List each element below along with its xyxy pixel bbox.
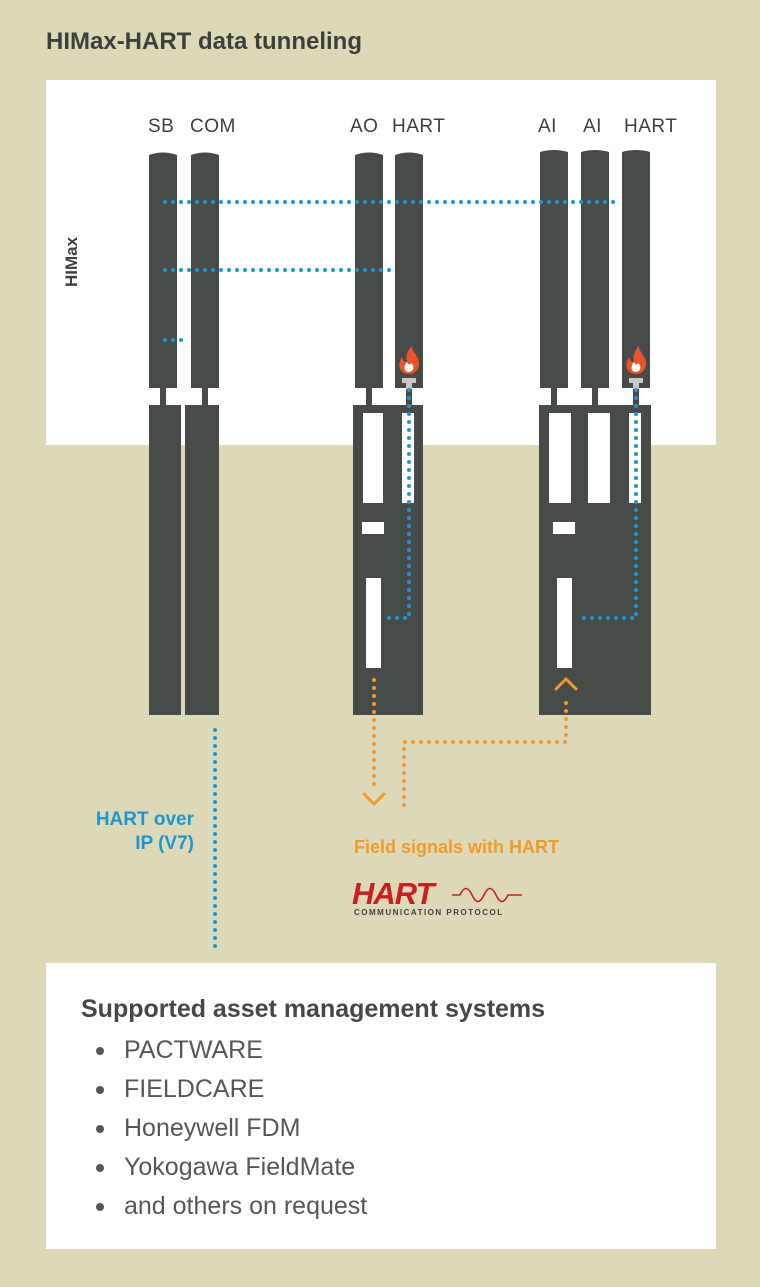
- list-item-label: Honeywell FDM: [124, 1114, 301, 1142]
- hart-connector-1: [402, 378, 416, 389]
- hart-connector-2: [629, 378, 643, 389]
- hart-over-ip-label: HART over IP (V7): [70, 808, 194, 856]
- ai-slot-1: [549, 413, 571, 503]
- label-ai-1: AI: [538, 116, 557, 137]
- supported-systems-list: PACTWARE FIELDCARE Honeywell FDM Yokogaw…: [96, 1031, 367, 1226]
- ao-indicator: [362, 522, 384, 534]
- module-ai-2: [581, 150, 609, 405]
- supported-systems-title: Supported asset management systems: [81, 995, 546, 1023]
- hart-wave-icon: [452, 887, 522, 903]
- list-item: PACTWARE: [96, 1031, 367, 1070]
- hart-over-ip-line2: IP (V7): [135, 833, 194, 854]
- hart-over-ip-line1: HART over: [95, 809, 194, 830]
- bullet-icon: [96, 1125, 104, 1133]
- hart-logo: HART COMMUNICATION PROTOCOL: [352, 876, 527, 924]
- list-item-label: PACTWARE: [124, 1036, 263, 1064]
- arrow-up-icon: [554, 677, 578, 691]
- bullet-icon: [96, 1203, 104, 1211]
- fire-icon: [626, 346, 647, 374]
- ao-slot-1: [363, 413, 383, 503]
- page-title: HIMax-HART data tunneling: [46, 28, 362, 55]
- list-item: FIELDCARE: [96, 1070, 367, 1109]
- module-ao: [355, 152, 383, 405]
- hart-logo-word: HART: [352, 876, 435, 911]
- bullet-icon: [96, 1086, 104, 1094]
- ai-slot-4: [557, 578, 572, 668]
- list-item-label: Yokogawa FieldMate: [124, 1153, 356, 1181]
- fire-icon: [399, 346, 420, 374]
- bullet-icon: [96, 1164, 104, 1172]
- list-item: Honeywell FDM: [96, 1109, 367, 1148]
- list-item-label: FIELDCARE: [124, 1075, 265, 1103]
- label-sb: SB: [148, 116, 175, 137]
- ai-slot-3: [629, 413, 641, 503]
- label-ao: AO: [350, 116, 379, 137]
- label-hart-1: HART: [392, 116, 446, 137]
- module-ai-1: [540, 150, 568, 405]
- ai-field-signal-line: [402, 696, 568, 807]
- bullet-icon: [96, 1047, 104, 1055]
- list-item-label: and others on request: [124, 1192, 368, 1220]
- label-hart-2: HART: [624, 116, 678, 137]
- ao-slot-2: [402, 413, 414, 503]
- hart-logo-subtitle: COMMUNICATION PROTOCOL: [354, 908, 504, 917]
- list-item: Yokogawa FieldMate: [96, 1148, 367, 1187]
- supported-systems-box: Supported asset management systems PACTW…: [46, 963, 716, 1249]
- module-com: [185, 152, 219, 715]
- ai-slot-2: [588, 413, 610, 503]
- field-signals-label: Field signals with HART: [354, 837, 560, 857]
- arrow-down-icon: [362, 792, 386, 806]
- label-ai-2: AI: [583, 116, 602, 137]
- tunneling-diagram: [149, 150, 651, 954]
- label-com: COM: [190, 116, 236, 137]
- list-item: and others on request: [96, 1187, 367, 1226]
- ai-indicator: [553, 522, 575, 534]
- ao-slot-3: [366, 578, 381, 668]
- module-sb: [149, 152, 181, 715]
